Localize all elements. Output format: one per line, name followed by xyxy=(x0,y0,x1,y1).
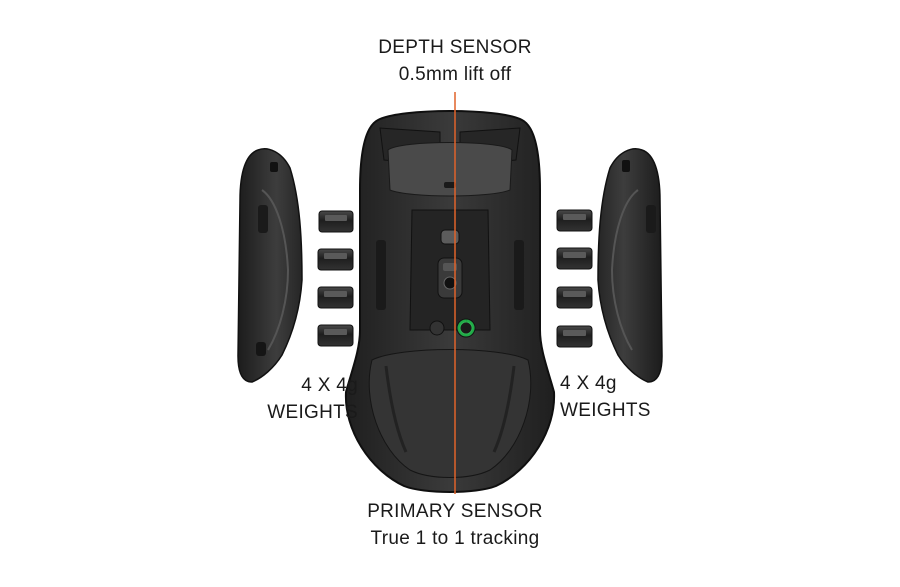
right-weights-name: WEIGHTS xyxy=(560,400,651,421)
weight-block-icon xyxy=(318,210,354,233)
weight-block-icon xyxy=(556,209,593,232)
primary-sensor-title: PRIMARY SENSOR xyxy=(367,501,543,522)
primary-sensor-label: PRIMARY SENSOR True 1 to 1 tracking xyxy=(300,498,610,552)
depth-sensor-detail: 0.5mm lift off xyxy=(398,64,512,85)
right-side-panel xyxy=(597,148,663,383)
weight-block-icon xyxy=(556,247,593,270)
right-weights xyxy=(556,209,593,348)
gaming-mouse-underside-icon xyxy=(344,110,556,493)
left-weights-count: 4 X 4g xyxy=(301,375,358,396)
left-weights xyxy=(317,210,354,347)
left-side-panel xyxy=(237,148,303,383)
left-weights-label: 4 X 4g WEIGHTS xyxy=(228,372,358,426)
depth-sensor-title: DEPTH SENSOR xyxy=(378,37,532,58)
depth-sensor-label: DEPTH SENSOR 0.5mm lift off xyxy=(300,34,610,88)
weight-block-icon xyxy=(556,286,593,309)
right-weights-label: 4 X 4g WEIGHTS xyxy=(560,370,690,424)
weight-block-icon xyxy=(317,286,354,309)
right-weights-count: 4 X 4g xyxy=(560,373,617,394)
weight-block-icon xyxy=(317,324,354,347)
weight-block-icon xyxy=(317,248,354,271)
weight-block-icon xyxy=(556,325,593,348)
primary-sensor-detail: True 1 to 1 tracking xyxy=(370,528,540,549)
left-weights-name: WEIGHTS xyxy=(267,402,358,423)
